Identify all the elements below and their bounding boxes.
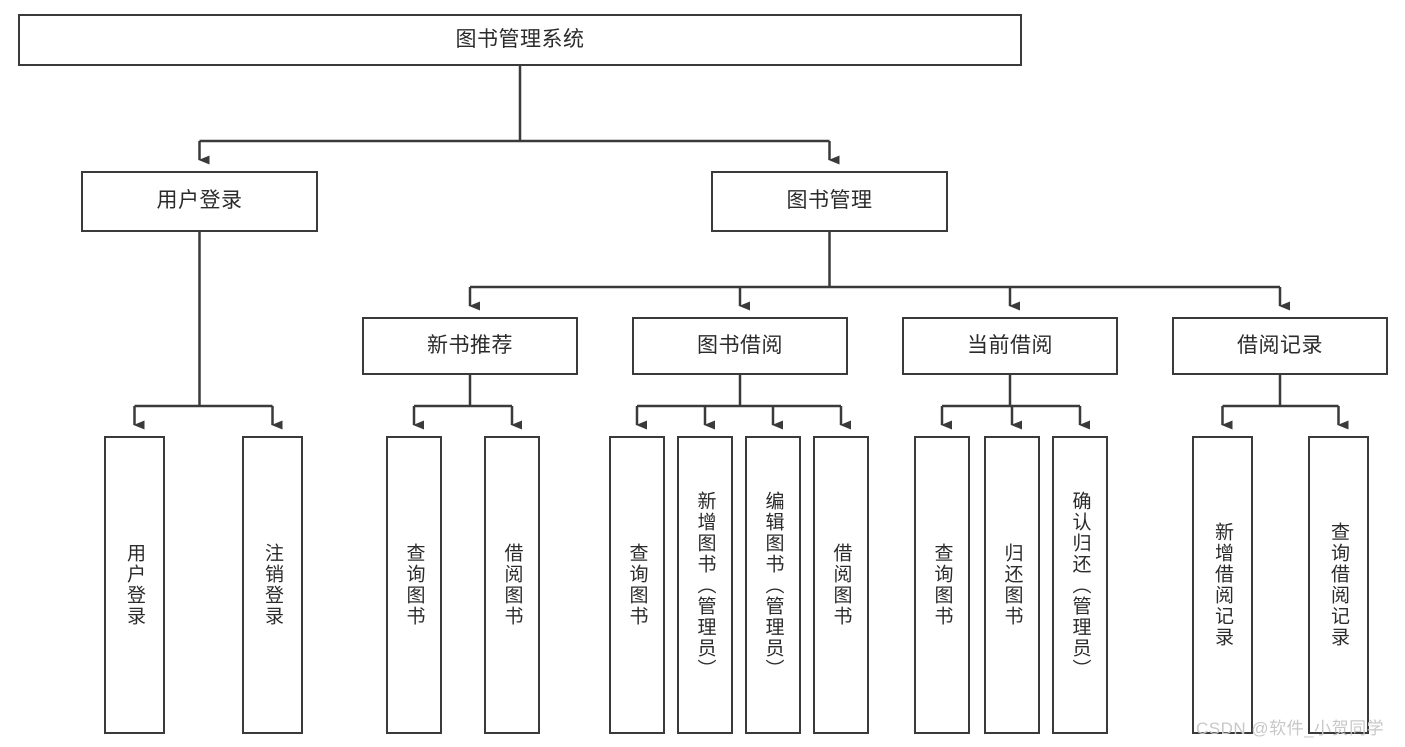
node-label-leaf_1: 注销登录 xyxy=(262,543,283,627)
node-label-leaf_6: 编辑图书（管理员） xyxy=(762,490,784,680)
node-label-leaf_3: 借阅图书 xyxy=(501,543,523,627)
node-label-l2_0: 用户登录 xyxy=(156,189,243,213)
node-leaf_8[interactable]: 查询图书 xyxy=(914,436,970,734)
node-label-leaf_0: 用户登录 xyxy=(124,543,145,627)
node-l3_1[interactable]: 图书借阅 xyxy=(632,317,848,375)
node-leaf_12[interactable]: 查询借阅记录 xyxy=(1308,436,1369,734)
node-label-leaf_11: 新增借阅记录 xyxy=(1212,522,1233,648)
node-leaf_7[interactable]: 借阅图书 xyxy=(813,436,869,734)
node-label-leaf_5: 新增图书（管理员） xyxy=(694,490,716,680)
node-label-l3_2: 当前借阅 xyxy=(967,333,1053,357)
node-l2_1[interactable]: 图书管理 xyxy=(711,171,948,232)
node-l3_3[interactable]: 借阅记录 xyxy=(1172,317,1388,375)
node-label-l3_1: 图书借阅 xyxy=(697,333,783,357)
edge-layer xyxy=(133,66,1349,430)
node-leaf_2[interactable]: 查询图书 xyxy=(386,436,442,734)
node-label-root: 图书管理系统 xyxy=(455,27,585,51)
node-label-leaf_4: 查询图书 xyxy=(626,543,648,627)
node-l3_0[interactable]: 新书推荐 xyxy=(362,317,578,375)
node-root[interactable]: 图书管理系统 xyxy=(18,14,1022,66)
node-l3_2[interactable]: 当前借阅 xyxy=(902,317,1118,375)
node-label-leaf_7: 借阅图书 xyxy=(830,543,852,627)
node-leaf_3[interactable]: 借阅图书 xyxy=(484,436,540,734)
node-label-l2_1: 图书管理 xyxy=(786,189,873,213)
node-leaf_11[interactable]: 新增借阅记录 xyxy=(1192,436,1253,734)
node-leaf_6[interactable]: 编辑图书（管理员） xyxy=(745,436,801,734)
node-l2_0[interactable]: 用户登录 xyxy=(81,171,318,232)
node-leaf_5[interactable]: 新增图书（管理员） xyxy=(677,436,733,734)
node-label-leaf_10: 确认归还（管理员） xyxy=(1069,490,1091,680)
node-label-leaf_2: 查询图书 xyxy=(403,543,425,627)
node-leaf_4[interactable]: 查询图书 xyxy=(609,436,665,734)
node-label-leaf_12: 查询借阅记录 xyxy=(1328,522,1349,648)
node-leaf_9[interactable]: 归还图书 xyxy=(984,436,1040,734)
node-leaf_1[interactable]: 注销登录 xyxy=(242,436,303,734)
node-label-leaf_9: 归还图书 xyxy=(1001,543,1023,627)
node-leaf_10[interactable]: 确认归还（管理员） xyxy=(1052,436,1108,734)
node-label-l3_0: 新书推荐 xyxy=(427,333,513,357)
node-leaf_0[interactable]: 用户登录 xyxy=(104,436,165,734)
node-label-l3_3: 借阅记录 xyxy=(1237,333,1323,357)
node-label-leaf_8: 查询图书 xyxy=(931,543,953,627)
